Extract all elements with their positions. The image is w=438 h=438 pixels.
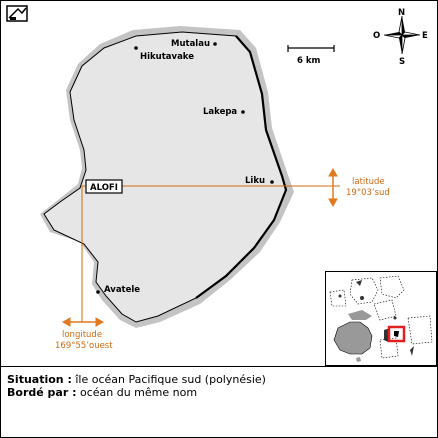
place-dot-avatele [96, 290, 100, 294]
latitude-label: latitude [352, 177, 385, 187]
place-label-avatele: Avatele [104, 285, 140, 295]
capital-box [85, 179, 123, 194]
place-label-liku: Liku [245, 176, 265, 186]
situation-line: Situation : île océan Pacifique sud (pol… [7, 373, 266, 386]
longitude-label: longitude [62, 330, 102, 340]
latitude-value: 19°03’sud [346, 188, 390, 198]
locator-inset-map [325, 271, 437, 366]
east-coast-line [195, 35, 288, 299]
place-label-lakepa: Lakepa [203, 107, 237, 117]
borde-value: océan du même nom [76, 386, 198, 399]
compass-east: E [422, 31, 428, 41]
scale-label: 6 km [297, 56, 321, 66]
compass-north: N [398, 8, 405, 18]
borde-line: Bordé par : océan du même nom [7, 386, 197, 399]
place-label-mutalau: Mutalau [171, 39, 210, 49]
situation-label: Situation : [7, 373, 72, 386]
locator-highlight-box [387, 325, 406, 343]
situation-value: île océan Pacifique sud (polynésie) [71, 373, 266, 386]
info-panel: Situation : île océan Pacifique sud (pol… [0, 366, 438, 438]
compass-west: O [373, 31, 380, 41]
place-dot-mutalau [213, 42, 217, 46]
place-dot-liku [270, 180, 274, 184]
latitude-arrow [328, 167, 338, 208]
borde-label: Bordé par : [7, 386, 77, 399]
place-label-hikutavake: Hikutavake [140, 52, 194, 62]
scale-bar [287, 45, 335, 52]
place-dot-lakepa [241, 110, 245, 114]
capital-label-alofi: ALOFI [90, 183, 118, 193]
compass-rose-icon [383, 15, 421, 55]
longitude-arrow [61, 317, 105, 327]
print-icon[interactable] [6, 5, 28, 22]
compass-south: S [399, 57, 405, 67]
map-canvas: Mutalau Hikutavake Lakepa Liku Avatele A… [0, 0, 438, 366]
longitude-value: 169°55’ouest [55, 341, 113, 351]
place-dot-hikutavake [134, 46, 138, 50]
